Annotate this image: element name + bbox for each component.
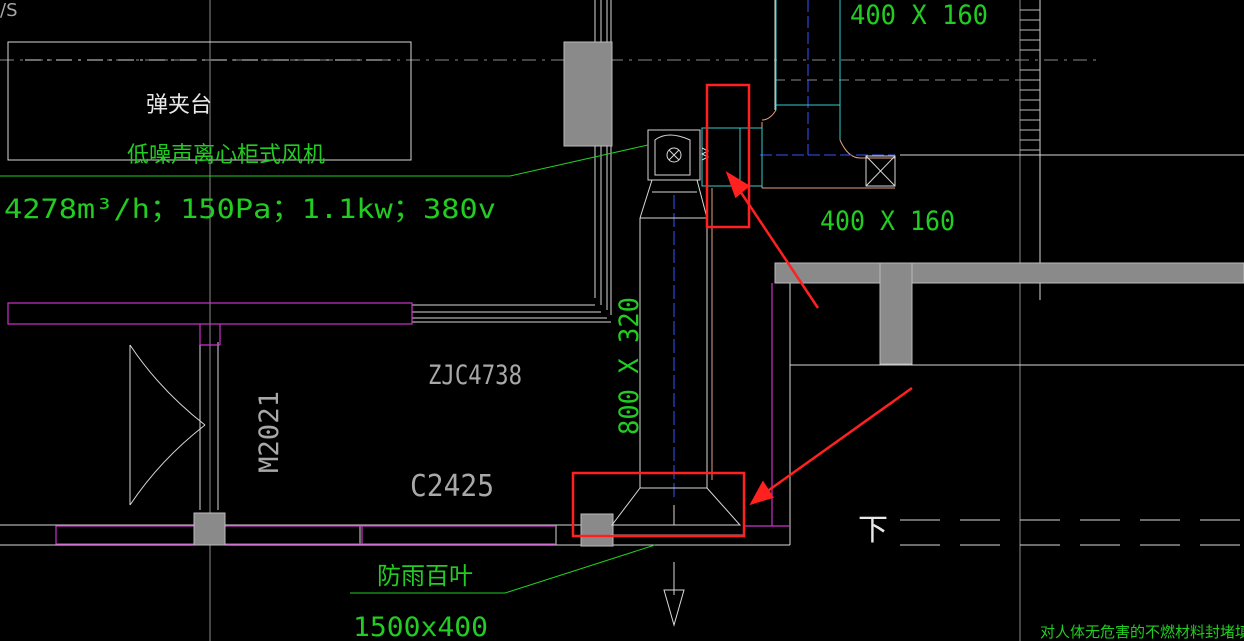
window-code-label: ZJC4738 xyxy=(428,360,522,391)
window-code-2-label: C2425 xyxy=(410,469,494,504)
columns xyxy=(193,41,1244,547)
louver-size-label: 1500x400 xyxy=(353,612,488,641)
ductwork xyxy=(610,0,895,536)
highlight-box-louver xyxy=(571,471,746,538)
magenta-walls xyxy=(7,283,790,545)
louver-name-label: 防雨百叶 xyxy=(377,562,473,590)
fire-damper-icon xyxy=(865,155,896,187)
stair-down-label: 下 xyxy=(858,513,888,548)
duct-mid-size-label: 400 X 160 xyxy=(820,206,955,237)
centrifugal-fan-icon xyxy=(647,129,701,181)
highlight-box-fan-outlet xyxy=(705,83,751,229)
spring-table-label: 弹夹台 xyxy=(146,93,212,118)
fan-spec-label: 4278m³/h；150Pa；1.1kw；380v xyxy=(4,194,496,225)
leader-lines xyxy=(0,144,656,594)
duct-top-size-label: 400 X 160 xyxy=(850,0,988,31)
door-swing xyxy=(129,344,206,506)
duct-vertical-size-label: 800 X 320 xyxy=(614,297,645,435)
stair-hatch xyxy=(1020,9,1040,151)
red-highlights xyxy=(571,83,751,538)
fan-name-label: 低噪声离心柜式风机 xyxy=(127,143,325,168)
red-arrow-up-icon xyxy=(725,171,820,309)
note-bottom-label: 对人体无危害的不燃材料封堵填实 xyxy=(1040,623,1244,641)
door-code-label: M2021 xyxy=(254,391,285,473)
section-arrow-down-icon xyxy=(663,562,685,627)
corner-label: /S xyxy=(0,0,18,21)
red-arrow-down-icon xyxy=(749,386,913,506)
spring-table xyxy=(7,41,412,161)
